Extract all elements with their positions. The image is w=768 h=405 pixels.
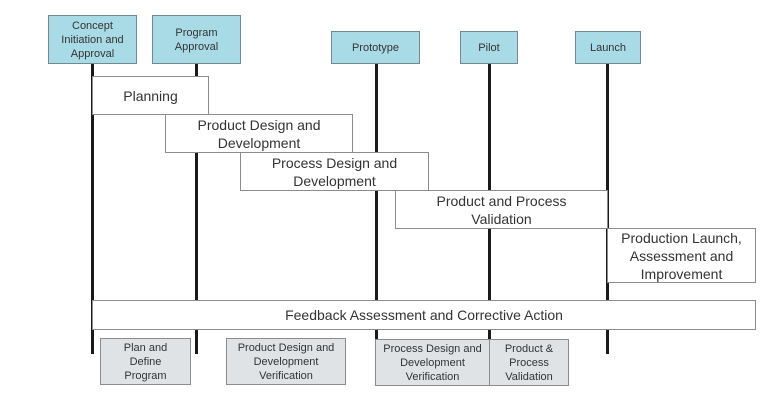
phase-validation: Product and Process Validation (395, 190, 608, 229)
milestone-label: Launch (589, 41, 627, 54)
milestone-pilot: Pilot (460, 31, 518, 64)
verification-label: Product & Process Validation (504, 342, 554, 383)
milestone-label: Prototype (351, 41, 400, 54)
feedback-label: Feedback Assessment and Corrective Actio… (285, 307, 563, 323)
verification-label: Plan and Define Program (123, 341, 168, 382)
milestone-concept: Concept Initiation and Approval (48, 15, 137, 64)
timeline-line-program-approval (195, 64, 198, 354)
timeline-line-concept (91, 64, 94, 354)
milestone-prototype: Prototype (331, 31, 420, 64)
milestone-label: Program Approval (174, 26, 219, 53)
phase-planning: Planning (92, 76, 209, 115)
milestone-label: Pilot (478, 41, 500, 54)
milestone-label: Concept Initiation and Approval (61, 19, 124, 60)
phase-label: Planning (123, 87, 178, 104)
phase-production-launch: Production Launch, Assessment and Improv… (607, 228, 756, 283)
verification-plan-define: Plan and Define Program (100, 338, 191, 385)
verification-label: Process Design and Development Verificat… (383, 342, 482, 383)
timeline-line-prototype (375, 64, 378, 354)
milestone-launch: Launch (575, 31, 641, 64)
verification-product-process-validation: Product & Process Validation (489, 339, 569, 386)
phase-label: Product and Process Validation (436, 192, 567, 227)
milestone-program-approval: Program Approval (152, 15, 241, 64)
verification-process-design: Process Design and Development Verificat… (375, 339, 490, 386)
phase-label: Production Launch, Assessment and Improv… (621, 229, 742, 282)
verification-product-design: Product Design and Development Verificat… (226, 338, 346, 385)
feedback-bar: Feedback Assessment and Corrective Actio… (92, 300, 756, 330)
phase-process-design: Process Design and Development (240, 152, 429, 191)
phase-product-design: Product Design and Development (165, 114, 353, 153)
phase-label: Process Design and Development (271, 154, 398, 189)
verification-label: Product Design and Development Verificat… (237, 341, 335, 382)
phase-label: Product Design and Development (197, 116, 321, 151)
